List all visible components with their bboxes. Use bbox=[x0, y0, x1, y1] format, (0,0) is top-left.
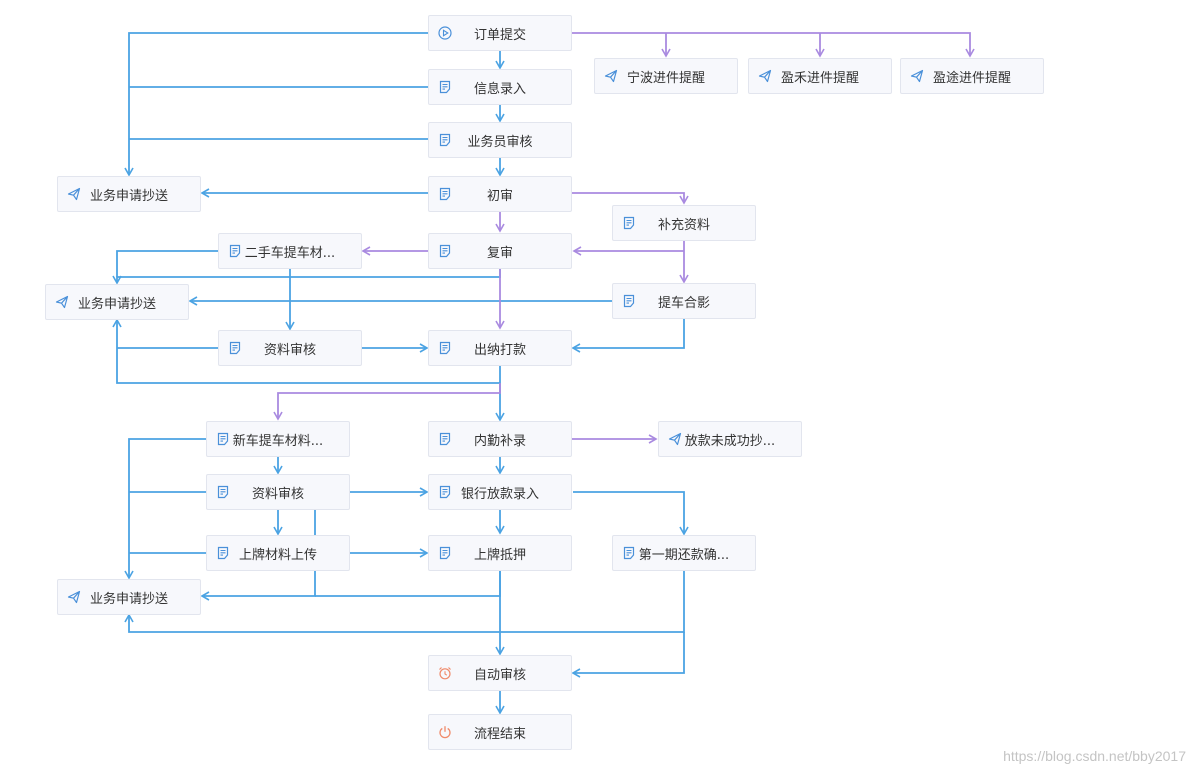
node-label: 业务申请抄送 bbox=[89, 188, 168, 204]
play-icon bbox=[438, 26, 452, 40]
edge-review-to-cc2 bbox=[112, 268, 501, 285]
node-salesman-review[interactable]: 业务员审核 bbox=[428, 122, 572, 158]
edge-photo-to-cashier bbox=[571, 318, 685, 353]
document-icon bbox=[229, 341, 241, 355]
document-icon bbox=[439, 187, 451, 201]
document-icon bbox=[623, 546, 635, 560]
document-icon bbox=[623, 216, 635, 230]
node-label: 盈途进件提醒 bbox=[932, 70, 1011, 86]
document-icon bbox=[439, 133, 451, 147]
node-business-cc-1[interactable]: 业务申请抄送 bbox=[57, 176, 201, 212]
node-yingtu-remind[interactable]: 盈途进件提醒 bbox=[900, 58, 1044, 94]
document-icon bbox=[217, 546, 229, 560]
document-icon bbox=[623, 294, 635, 308]
node-supplement-docs[interactable]: 补充资料 bbox=[612, 205, 756, 241]
send-icon bbox=[758, 69, 772, 83]
node-label: 复审 bbox=[486, 245, 513, 261]
edge-newcar-to-cc3 bbox=[124, 438, 206, 580]
node-label: 放款未成功抄... bbox=[684, 433, 776, 449]
node-new-car-material[interactable]: 新车提车材料... bbox=[206, 421, 350, 457]
node-yinghe-remind[interactable]: 盈禾进件提醒 bbox=[748, 58, 892, 94]
send-icon bbox=[67, 590, 81, 604]
node-loan-fail-cc[interactable]: 放款未成功抄... bbox=[658, 421, 802, 457]
node-doc-review-1[interactable]: 资料审核 bbox=[218, 330, 362, 366]
alarm-clock-icon bbox=[439, 667, 451, 680]
node-used-car-material[interactable]: 二手车提车材... bbox=[218, 233, 362, 269]
node-label: 订单提交 bbox=[473, 27, 526, 43]
edge-cashier-to-newcar bbox=[273, 383, 501, 421]
node-first-review[interactable]: 初审 bbox=[428, 176, 572, 212]
edge-bank-to-repay bbox=[573, 491, 689, 536]
node-second-review[interactable]: 复审 bbox=[428, 233, 572, 269]
document-icon bbox=[439, 341, 451, 355]
node-label: 第一期还款确... bbox=[638, 547, 730, 563]
document-icon bbox=[439, 485, 451, 499]
node-label: 初审 bbox=[486, 188, 513, 204]
node-label: 业务申请抄送 bbox=[89, 591, 168, 607]
node-label: 资料审核 bbox=[263, 342, 316, 358]
node-business-cc-3[interactable]: 业务申请抄送 bbox=[57, 579, 201, 615]
node-business-cc-2[interactable]: 业务申请抄送 bbox=[45, 284, 189, 320]
node-label: 宁波进件提醒 bbox=[626, 70, 705, 86]
node-label: 业务员审核 bbox=[467, 134, 533, 150]
node-label: 银行放款录入 bbox=[460, 486, 539, 502]
node-label: 内勤补录 bbox=[473, 433, 526, 449]
edge-cashier-to-cc2 bbox=[112, 318, 501, 384]
document-icon bbox=[229, 244, 241, 258]
node-label: 盈禾进件提醒 bbox=[780, 70, 859, 86]
edge-first-to-supplement bbox=[572, 192, 689, 205]
document-icon bbox=[439, 432, 451, 446]
node-label: 资料审核 bbox=[251, 486, 304, 502]
node-label: 提车合影 bbox=[657, 295, 710, 311]
node-label: 自动审核 bbox=[473, 667, 526, 683]
node-bank-loan-entry[interactable]: 银行放款录入 bbox=[428, 474, 572, 510]
node-label: 上牌材料上传 bbox=[238, 547, 317, 563]
node-auto-review[interactable]: 自动审核 bbox=[428, 655, 572, 691]
edge-repay-to-cc3 bbox=[124, 571, 685, 633]
watermark: https://blog.csdn.net/bby2017 bbox=[1003, 748, 1186, 764]
send-icon bbox=[67, 187, 81, 201]
node-label: 新车提车材料... bbox=[232, 433, 324, 449]
send-icon bbox=[604, 69, 618, 83]
node-pickup-photo[interactable]: 提车合影 bbox=[612, 283, 756, 319]
document-icon bbox=[217, 485, 229, 499]
node-cashier-pay[interactable]: 出纳打款 bbox=[428, 330, 572, 366]
node-label: 业务申请抄送 bbox=[77, 296, 156, 312]
node-label: 上牌抵押 bbox=[473, 547, 526, 563]
edge-mortgage-to-cc3 bbox=[315, 570, 501, 597]
node-label: 流程结束 bbox=[473, 726, 526, 742]
node-flow-end[interactable]: 流程结束 bbox=[428, 714, 572, 750]
edge-usedcar-to-cc2 bbox=[116, 250, 218, 277]
edge-order-to-cc1 bbox=[124, 32, 428, 177]
node-plate-mortgage[interactable]: 上牌抵押 bbox=[428, 535, 572, 571]
document-icon bbox=[217, 432, 229, 446]
edge-repay-to-auto bbox=[571, 632, 685, 678]
document-icon bbox=[439, 80, 451, 94]
edge-order-to-reminders bbox=[572, 32, 975, 58]
node-order-submit[interactable]: 订单提交 bbox=[428, 15, 572, 51]
node-doc-review-2[interactable]: 资料审核 bbox=[206, 474, 350, 510]
node-info-entry[interactable]: 信息录入 bbox=[428, 69, 572, 105]
document-icon bbox=[439, 546, 451, 560]
send-icon bbox=[55, 295, 69, 309]
send-icon bbox=[668, 432, 682, 446]
node-plate-material-upload[interactable]: 上牌材料上传 bbox=[206, 535, 350, 571]
node-internal-entry[interactable]: 内勤补录 bbox=[428, 421, 572, 457]
node-ningbo-remind[interactable]: 宁波进件提醒 bbox=[594, 58, 738, 94]
node-label: 信息录入 bbox=[473, 81, 526, 97]
power-icon bbox=[439, 726, 451, 739]
document-icon bbox=[439, 244, 451, 258]
node-label: 二手车提车材... bbox=[244, 245, 336, 261]
send-icon bbox=[910, 69, 924, 83]
node-label: 出纳打款 bbox=[473, 342, 526, 358]
node-first-repay-confirm[interactable]: 第一期还款确... bbox=[612, 535, 756, 571]
node-label: 补充资料 bbox=[657, 217, 710, 233]
